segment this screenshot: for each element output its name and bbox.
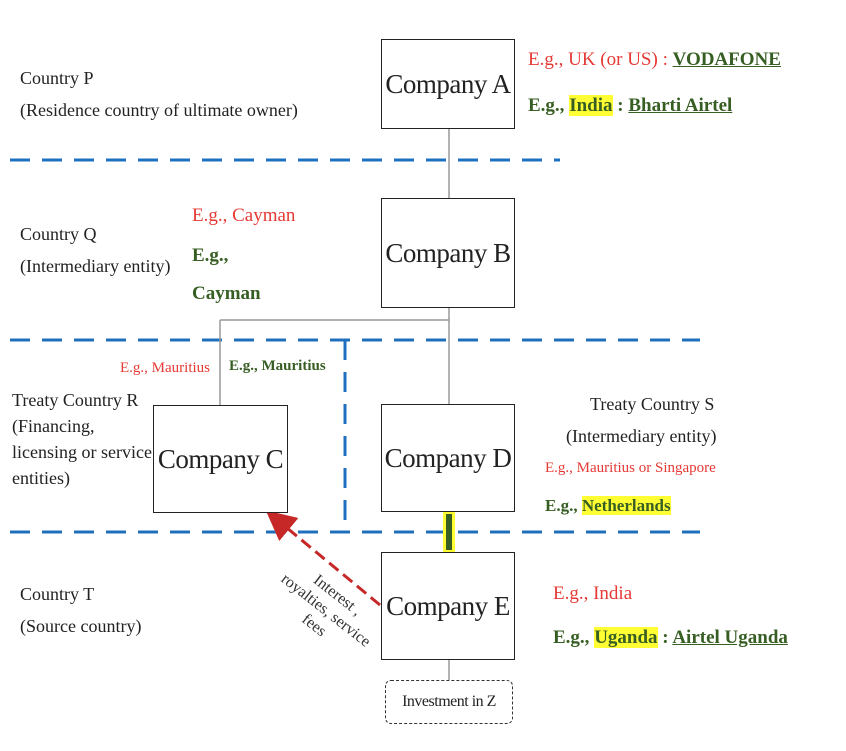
company-e-green-name: Airtel Uganda xyxy=(672,627,788,648)
country-t-desc: (Source country) xyxy=(20,616,142,636)
company-d-example-green: E.g., Netherlands xyxy=(545,494,671,518)
company-c-example-green: E.g., Mauritius xyxy=(229,358,326,374)
company-b-example-green-1: E.g., xyxy=(192,245,229,266)
treaty-r-name: Treaty Country R xyxy=(12,390,139,410)
company-b-box: Company B xyxy=(381,198,515,308)
company-e-box: Company E xyxy=(381,552,515,660)
company-b-example-green-2: Cayman xyxy=(192,283,261,304)
company-a-green-sep: : xyxy=(612,95,629,116)
treaty-r-desc-3: entities) xyxy=(12,468,70,488)
company-a-green-name: Bharti Airtel xyxy=(628,95,733,116)
company-a-red-prefix: E.g., UK (or US) : xyxy=(528,49,673,70)
company-a-green-country: India xyxy=(569,95,613,116)
company-a-red-name: VODAFONE xyxy=(672,49,781,70)
company-c-box: Company C xyxy=(153,405,288,513)
company-a-example-red: E.g., UK (or US) : VODAFONE xyxy=(528,48,781,72)
country-t-name: Country T xyxy=(20,584,95,604)
country-q-name: Country Q xyxy=(20,224,97,244)
company-d-box: Company D xyxy=(381,404,515,512)
investment-z-box: Investment in Z xyxy=(385,680,513,724)
company-e-example-green: E.g., Uganda : Airtel Uganda xyxy=(553,626,788,650)
company-b-example-red: E.g., Cayman xyxy=(192,205,296,226)
treaty-r-desc-1: (Financing, xyxy=(12,416,95,436)
country-p-name: Country P xyxy=(20,68,94,88)
country-p-desc: (Residence country of ultimate owner) xyxy=(20,100,298,120)
company-a-green-prefix: E.g., xyxy=(528,95,570,116)
company-e-green-country: Uganda xyxy=(594,627,658,648)
company-d-example-red: E.g., Mauritius or Singapore xyxy=(545,460,716,476)
company-d-green-country: Netherlands xyxy=(581,496,671,515)
treaty-s-desc: (Intermediary entity) xyxy=(566,426,717,446)
connector-d-e-bar xyxy=(446,514,452,550)
treaty-r-desc-2: licensing or service xyxy=(12,442,152,462)
payment-flow-arrow xyxy=(265,510,381,607)
company-c-example-red: E.g., Mauritius xyxy=(120,360,210,376)
company-a-box: Company A xyxy=(381,39,515,129)
company-e-green-prefix: E.g., xyxy=(553,627,595,648)
company-a-example-green: E.g., India : Bharti Airtel xyxy=(528,94,732,118)
company-e-green-sep: : xyxy=(657,627,673,648)
country-q-desc: (Intermediary entity) xyxy=(20,256,171,276)
company-e-example-red: E.g., India xyxy=(553,583,633,604)
company-d-green-prefix: E.g., xyxy=(545,496,582,515)
treaty-s-name: Treaty Country S xyxy=(590,394,715,414)
